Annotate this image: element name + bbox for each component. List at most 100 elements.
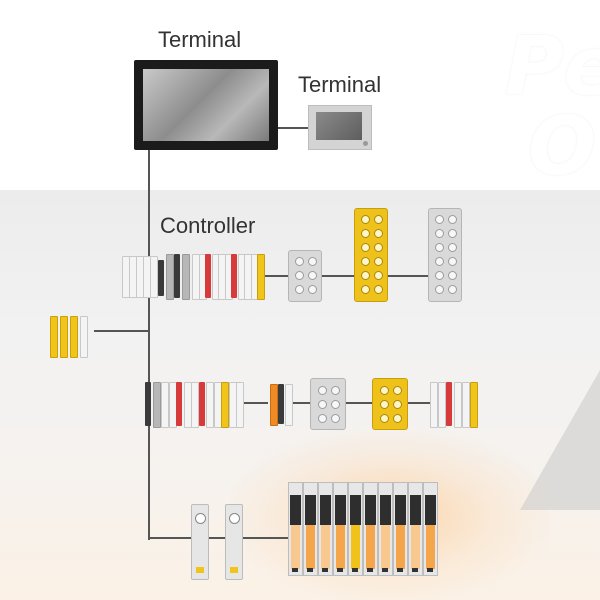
connector-port-icon (435, 285, 444, 294)
drive-module[interactable] (393, 482, 408, 576)
connector-port-icon (361, 229, 370, 238)
connector-port-icon (331, 386, 340, 395)
connector-port-icon (308, 257, 317, 266)
terminal-secondary-screen (316, 112, 362, 140)
drive-module[interactable] (303, 482, 318, 576)
drive-module[interactable] (288, 482, 303, 576)
io-rack-device[interactable] (145, 380, 245, 428)
io2-link-1 (244, 402, 268, 404)
connector-port-icon (331, 414, 340, 423)
connector-port-icon (435, 215, 444, 224)
servo-drive-2[interactable] (225, 504, 243, 580)
io-block-grey-3[interactable] (310, 378, 346, 430)
connector-port-icon (374, 243, 383, 252)
terminal-secondary-label: Terminal (298, 72, 382, 97)
drive-display-icon (380, 495, 391, 525)
drive-module[interactable] (378, 482, 393, 576)
connector-port-icon (380, 414, 389, 423)
connector-port-icon (361, 257, 370, 266)
io-slice (470, 382, 478, 428)
drive-display-icon (395, 495, 406, 525)
branch-link-left (94, 330, 149, 332)
connector-port-icon (435, 271, 444, 280)
io-head-slice (145, 382, 151, 426)
background-text-line1: Pe (505, 20, 600, 113)
drive-stripe (396, 525, 405, 569)
drive-stripe (426, 525, 435, 569)
ctrl-io-link-3 (386, 275, 428, 277)
connector-port-icon (374, 229, 383, 238)
drive-display-icon (335, 495, 346, 525)
drive-rack-device[interactable] (288, 482, 438, 578)
io-block-yellow-2[interactable] (372, 378, 408, 430)
servo-label-icon (196, 567, 204, 573)
safety-relay-device[interactable] (50, 312, 94, 358)
terminal-secondary-device[interactable] (308, 105, 372, 150)
connector-port-icon (308, 271, 317, 280)
background-text-line2: O (528, 100, 599, 193)
connector-port-icon (361, 215, 370, 224)
io-slice (446, 382, 452, 426)
drive-display-icon (320, 495, 331, 525)
connector-port-icon (374, 215, 383, 224)
connector-port-icon (393, 400, 402, 409)
connector-port-icon (318, 414, 327, 423)
controller-io-slice (257, 254, 265, 300)
connector-port-icon (318, 400, 327, 409)
connector-port-icon (374, 257, 383, 266)
io-slice (462, 382, 470, 428)
drive-stripe (336, 525, 345, 569)
servo-drive-1[interactable] (191, 504, 209, 580)
connector-port-icon (295, 285, 304, 294)
ctrl-io-link-2 (320, 275, 354, 277)
connector-port-icon (448, 257, 457, 266)
connector-port-icon (331, 400, 340, 409)
connector-port-icon (393, 414, 402, 423)
controller-label: Controller (160, 213, 256, 238)
drive-link-1 (149, 537, 191, 539)
controller-head-slice (182, 254, 190, 300)
connector-port-icon (374, 271, 383, 280)
io-slice (206, 382, 214, 428)
servo-display-icon (195, 513, 206, 524)
controller-device[interactable] (122, 250, 265, 302)
drive-stripe (411, 525, 420, 569)
drive-tip (352, 568, 358, 572)
terminal-main-label: Terminal (158, 27, 242, 52)
io-block-grey-2[interactable] (428, 208, 462, 302)
drive-tip (382, 568, 388, 572)
drive-module[interactable] (348, 482, 363, 576)
drive-tip (322, 568, 328, 572)
connector-port-icon (448, 271, 457, 280)
connector-port-icon (295, 257, 304, 266)
io-compact-device[interactable] (268, 380, 293, 428)
io-block-grey-1[interactable] (288, 250, 322, 302)
terminal-main-device[interactable] (134, 60, 278, 150)
drive-module[interactable] (318, 482, 333, 576)
connector-port-icon (295, 271, 304, 280)
drive-display-icon (305, 495, 316, 525)
io-compact-slice (285, 384, 293, 426)
background-triangle (520, 370, 600, 510)
drive-stripe (306, 525, 315, 569)
drive-display-icon (350, 495, 361, 525)
connector-port-icon (393, 386, 402, 395)
drive-stripe (351, 525, 360, 569)
io-block-yellow-1[interactable] (354, 208, 388, 302)
controller-head-slice (158, 260, 164, 296)
io-rack-small-device[interactable] (430, 380, 480, 428)
drive-module[interactable] (333, 482, 348, 576)
drive-tip (292, 568, 298, 572)
connector-port-icon (308, 285, 317, 294)
ctrl-io-link-1 (262, 275, 288, 277)
io-compact-slice (278, 384, 284, 424)
io2-link-4 (406, 402, 430, 404)
drive-module[interactable] (363, 482, 378, 576)
drive-module[interactable] (423, 482, 438, 576)
drive-stripe (381, 525, 390, 569)
connector-port-icon (448, 285, 457, 294)
drive-stripe (291, 525, 300, 569)
io-slice (191, 382, 199, 428)
drive-module[interactable] (408, 482, 423, 576)
